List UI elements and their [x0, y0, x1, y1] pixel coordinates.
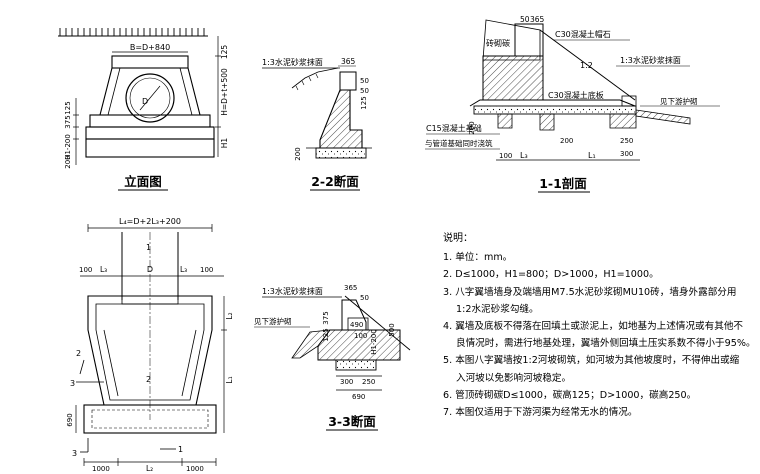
plan-d-label: D: [147, 265, 153, 274]
s11-dim-300: 300: [620, 150, 633, 158]
section-3-3-title: 3-3断面: [328, 414, 376, 429]
s33-mortar-label: 1:3水泥砂浆抹面: [262, 286, 323, 296]
s33-dim-300: 300: [340, 378, 353, 386]
s11-brick-label: 砖砌碳: [486, 38, 510, 48]
s11-dim-365: 365: [530, 15, 545, 24]
s22-wall: [319, 89, 363, 149]
s33-dim-365: 365: [344, 284, 357, 292]
elev-dim-200: 200: [64, 155, 72, 168]
s11-dim-200a: 200: [468, 121, 476, 134]
cut-3-bot: 3: [72, 449, 77, 458]
s11-pour-note: 与管道基础同时浇筑: [425, 138, 493, 148]
note-5: 5. 本图八字翼墙按1:2河坡砌筑，如河坡为其他坡度时，不得伸出或缩: [443, 355, 740, 367]
s33-dim-h1-200: H1-200: [370, 329, 378, 355]
elev-dim-b: B=D+840: [130, 43, 170, 52]
elev-dim-h: H=D+t+500: [220, 68, 229, 116]
plan-dim-l1: L₁: [225, 376, 234, 383]
plan-dim-690: 690: [66, 413, 74, 426]
plan-dim-1000-left: 1000: [92, 465, 110, 473]
elevation-title: 立面图: [124, 174, 162, 189]
s22-dim-200: 200: [294, 147, 302, 160]
s33-dim-490: 490: [350, 321, 363, 329]
note-6: 6. 管顶砖砌碳D≤1000，碳高125；D>1000，碳高250。: [443, 389, 697, 401]
s11-slope: 1:2: [580, 61, 593, 70]
section-1-1-title: 1-1剖面: [539, 176, 587, 191]
plan-dim-l2-bottom: L₂: [146, 464, 153, 473]
s22-dim-125: 125: [360, 96, 368, 109]
s33-dim-100: 100: [354, 332, 367, 340]
note-4: 4. 翼墙及底板不得落在回填土或淤泥上，如地基为上述情况或有其他不: [443, 321, 744, 333]
elev-dim-125-left: 125: [64, 101, 72, 114]
section-2-2: 1:3水泥砂浆抹面 365 50 50 125 200 2-2断面: [262, 57, 372, 191]
s33-dim-250: 250: [362, 378, 375, 386]
cut-1-bot: 1: [178, 445, 183, 454]
plan-dim-l2: L₂: [225, 312, 234, 319]
s11-base-label: C15混凝土基础: [426, 123, 482, 133]
notes-block: 说明： 1. 单位：mm。 2. D≤1000，H1=800；D>1000，H1…: [443, 230, 756, 421]
pipe-circle: [125, 73, 175, 123]
ground-hatch: [59, 28, 205, 36]
section-1-1: 50 365 C30混凝土帽石 砖砌碳 1:3水泥砂浆抹面 1:2 C30混凝土…: [425, 15, 720, 193]
s11-cap-label: C30混凝土帽石: [555, 29, 611, 39]
note-1: 1. 单位：mm。: [443, 252, 513, 264]
note-5-cont: 入河坡以免影响河坡稳定。: [456, 372, 572, 384]
elevation-view: B=D+840 D 125 H=D+t+500 H1 125 375 H1-20…: [58, 28, 229, 191]
note-2: 2. D≤1000，H1=800；D>1000，H1=1000。: [443, 269, 659, 281]
plan-dim-100-left: 100: [79, 266, 92, 274]
s11-bottom-label: C30混凝土底板: [548, 90, 604, 100]
s11-mortar-label: 1:3水泥砂浆抹面: [620, 55, 681, 65]
plan-dim-l3-left: L₃: [100, 265, 107, 274]
s11-dim-l3: L₃: [520, 151, 528, 160]
s22-mortar-label: 1:3水泥砂浆抹面: [262, 57, 323, 67]
plan-dim-100-right: 100: [200, 266, 213, 274]
cut-2-left: 2: [76, 349, 81, 358]
s33-dim-50: 50: [360, 294, 369, 302]
s33-dim-375: 375: [322, 311, 330, 324]
plan-dim-1000-right: 1000: [186, 465, 204, 473]
note-4-cont: 良情况时，需进行地基处理，翼墙外侧回填土压实系数不得小于95%。: [456, 338, 756, 350]
elev-dim-375: 375: [64, 115, 72, 128]
elev-dim-h1-right: H1: [220, 138, 229, 149]
note-3-cont: 1:2水泥砂浆勾缝。: [456, 303, 539, 315]
plan-dim-l4: L₄=D+2L₃+200: [119, 217, 181, 226]
s22-dim-50a: 50: [360, 77, 369, 85]
s11-protect-label: 见下游护砌: [660, 96, 698, 106]
s11-dim-100: 100: [499, 152, 512, 160]
elev-d-mark: D: [142, 97, 148, 106]
note-3: 3. 八字翼墙墙身及端墙用M7.5水泥砂浆砌MU10砖，墙身外露部分用: [443, 286, 737, 298]
s11-dim-50: 50: [520, 15, 530, 24]
s22-dim-365: 365: [341, 57, 356, 66]
cut-3-top: 3: [70, 379, 75, 388]
s33-dim-690: 690: [352, 393, 365, 401]
cut-2-right: 2: [146, 375, 151, 384]
s33-protect-label: 见下游护砌: [254, 316, 292, 326]
s11-dim-250: 250: [620, 137, 633, 145]
elev-dim-h1-200: H1-200: [64, 134, 72, 160]
section-2-2-title: 2-2断面: [311, 174, 359, 189]
note-7: 7. 本图仅适用于下游河渠为经常无水的情况。: [443, 407, 638, 419]
notes-title: 说明：: [443, 233, 473, 244]
s11-dim-200b: 200: [560, 137, 573, 145]
section-3-3: 1:3水泥砂浆抹面 365 50 375 125 490 100 H1-200 …: [254, 284, 411, 431]
s11-dim-l1: L₁: [588, 151, 596, 160]
s22-dim-50b: 50: [360, 87, 369, 95]
s33-dim-500: 500: [388, 323, 396, 336]
plan-view: L₄=D+2L₃+200 D 100 100 L₃ L₃ 1 2 3 2 3 1: [66, 217, 234, 473]
plan-dim-l3-right: L₃: [180, 265, 187, 274]
elev-dim-125-right: 125: [220, 45, 229, 60]
cut-1-top: 1: [146, 243, 151, 252]
